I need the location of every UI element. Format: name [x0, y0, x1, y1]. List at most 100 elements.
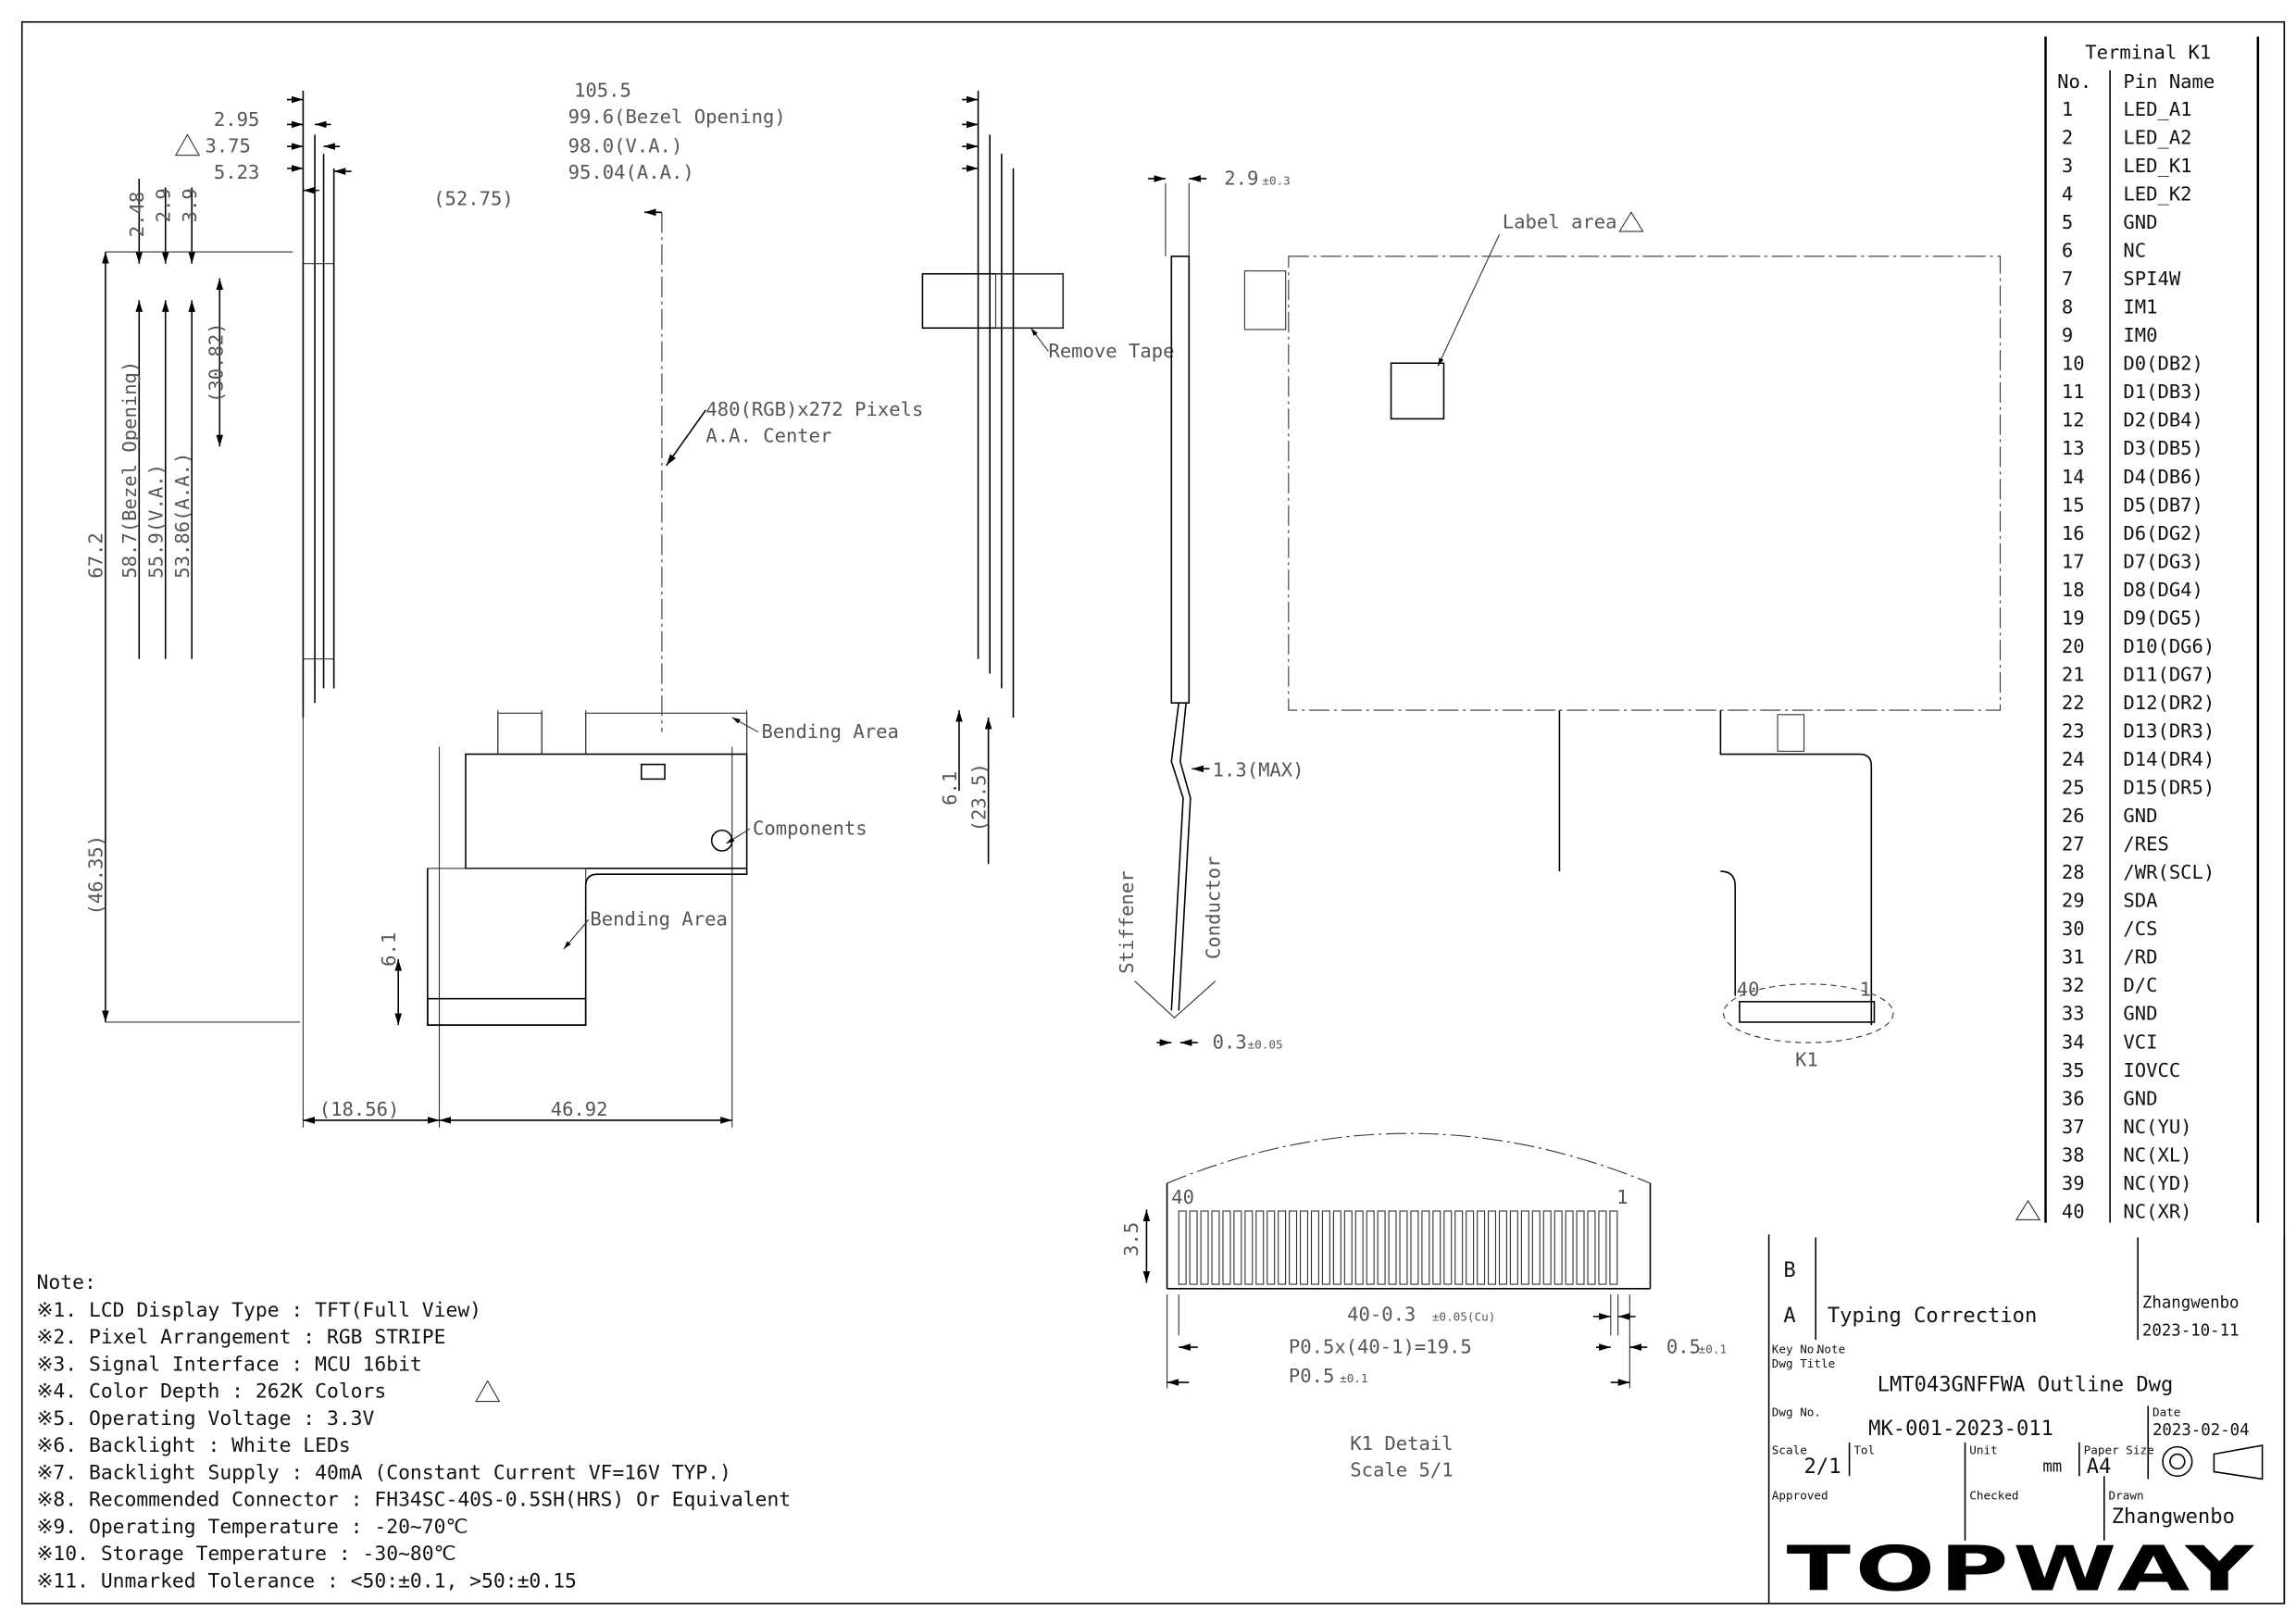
- pin-row: 24 D14(DR4): [2062, 748, 2215, 770]
- pin-name: /RES: [2123, 833, 2168, 856]
- pin-number: 26: [2062, 805, 2085, 827]
- stiffener-label: Stiffener: [1116, 870, 1138, 973]
- pin-name: D/C: [2123, 974, 2157, 996]
- pin-number: 1: [2062, 98, 2073, 120]
- k1-pin-finger: [1399, 1210, 1408, 1285]
- k1-pin-finger: [1289, 1210, 1298, 1285]
- dim-58-7: 58.7(Bezel Opening): [119, 361, 141, 579]
- dim-30-82: (30.82): [205, 322, 227, 403]
- dim-2-48: 2.48: [126, 192, 148, 237]
- pin-number: 22: [2062, 692, 2085, 714]
- note-line: ※9. Operating Temperature : -20~70℃: [37, 1516, 468, 1539]
- k1-pitch-total-dim: P0.5x(40-1)=19.5: [1289, 1335, 1472, 1357]
- pin-number: 18: [2062, 579, 2085, 601]
- pin-number: 38: [2062, 1143, 2085, 1166]
- k1-pin-finger: [1609, 1210, 1618, 1285]
- k1-pin-finger: [1531, 1210, 1541, 1285]
- pin-name: D9(DG5): [2123, 606, 2203, 629]
- rev-b: B: [1783, 1258, 1795, 1282]
- k1-pin-finger: [1454, 1210, 1464, 1285]
- pin-name: D14(DR4): [2123, 748, 2215, 770]
- pin-col-no: No.: [2057, 70, 2091, 93]
- dim-fpc-thick: 0.3: [1213, 1031, 1247, 1053]
- k1-connector-pins: [1739, 1001, 1876, 1023]
- dim-46-35: (46.35): [85, 835, 107, 916]
- k1-detail-pin1: 1: [1616, 1186, 1628, 1208]
- paper-size-label: Paper Size: [2084, 1443, 2154, 1457]
- pin-name: /RD: [2123, 946, 2157, 968]
- pin-name: D13(DR3): [2123, 719, 2215, 742]
- dim-52-75: (52.75): [433, 187, 514, 209]
- k1-label: K1: [1795, 1048, 1818, 1070]
- projection-symbol-icon: [2162, 1444, 2264, 1480]
- pin-name: D12(DR2): [2123, 692, 2215, 714]
- dim-105-5: 105.5: [574, 79, 631, 101]
- key-no-label: Key No.: [1772, 1342, 1821, 1355]
- aa-center-label: A.A. Center: [705, 425, 831, 447]
- k1-pin-finger: [1211, 1210, 1220, 1285]
- k1-pin-finger: [1432, 1210, 1441, 1285]
- pin-name: D0(DB2): [2123, 353, 2203, 375]
- dwg-title-label: Dwg Title: [1772, 1356, 1836, 1370]
- k1-pin-finger: [1267, 1210, 1276, 1285]
- k1-pin-finger: [1587, 1210, 1596, 1285]
- notes: Note: ※1. LCD Display Type : TFT(Full Vi…: [37, 1271, 792, 1593]
- pin-number: 20: [2062, 635, 2085, 657]
- dim-2-9: 2.9: [152, 188, 174, 222]
- pin-name: NC(XL): [2123, 1143, 2191, 1166]
- k1-detail-title: K1 Detail: [1350, 1432, 1453, 1455]
- dim-23-5: (23.5): [967, 763, 990, 831]
- pin-name: GND: [2123, 1087, 2157, 1109]
- pin-number: 24: [2062, 748, 2085, 770]
- dim-3-9: 3.9: [179, 188, 201, 222]
- dim-55-9: 55.9(V.A.): [145, 464, 168, 579]
- topway-logo: TOPWAY: [1787, 1533, 2258, 1605]
- pin-row: 35 IOVCC: [2062, 1059, 2180, 1081]
- paper-size-value: A4: [2087, 1455, 2112, 1479]
- dwg-no: MK-001-2023-011: [1868, 1417, 2053, 1441]
- pin-name: IOVCC: [2123, 1059, 2180, 1081]
- pin-number: 35: [2062, 1059, 2085, 1081]
- pin-row: 28/WR(SCL): [2062, 861, 2215, 883]
- pin-number: 6: [2062, 240, 2073, 262]
- pin-number: 8: [2062, 296, 2073, 319]
- pin-name: GND: [2123, 211, 2157, 233]
- k1-pin-finger: [1443, 1210, 1453, 1285]
- dim-18-56: (18.56): [319, 1098, 400, 1120]
- k1-pin-finger: [1332, 1210, 1341, 1285]
- pin-name: D3(DB5): [2123, 437, 2203, 459]
- k1-pin-width-dim: 40-0.3: [1347, 1304, 1416, 1326]
- dim-6-bottom: 6.1: [378, 932, 400, 967]
- note-line: ※4. Color Depth : 262K Colors: [37, 1380, 387, 1404]
- dim-2-95: 2.95: [214, 108, 259, 131]
- pin-name: D6(DG2): [2123, 522, 2203, 544]
- pin-number: 40: [2062, 1200, 2085, 1222]
- rev-a: A: [1783, 1304, 1795, 1328]
- dim-53-86: 53.86(A.A.): [171, 453, 193, 579]
- k1-pin-finger: [1222, 1210, 1231, 1285]
- components-area: [465, 753, 748, 869]
- k1-pitch-tol: ±0.1: [1340, 1371, 1367, 1385]
- pin-number: 11: [2062, 381, 2085, 403]
- k1-pin-finger: [1410, 1210, 1419, 1285]
- pin-row: 38 NC(XL): [2062, 1143, 2192, 1166]
- note-line: ※5. Operating Voltage : 3.3V: [37, 1407, 375, 1430]
- note-line: ※1. LCD Display Type : TFT(Full View): [37, 1299, 481, 1322]
- bending-area-top-label: Bending Area: [761, 720, 898, 743]
- k1-pin-finger: [1488, 1210, 1497, 1285]
- pin-name: D5(DB7): [2123, 493, 2203, 516]
- pin-name: NC(YU): [2123, 1116, 2191, 1138]
- pin-row: 31/RD: [2062, 946, 2158, 968]
- k1-pin1-label: 1: [1860, 978, 1871, 1000]
- k1-pin-finger: [1421, 1210, 1430, 1285]
- dim-67-2: 67.2: [85, 532, 107, 578]
- pin-name: IM0: [2123, 324, 2157, 346]
- pin-number: 17: [2062, 550, 2085, 572]
